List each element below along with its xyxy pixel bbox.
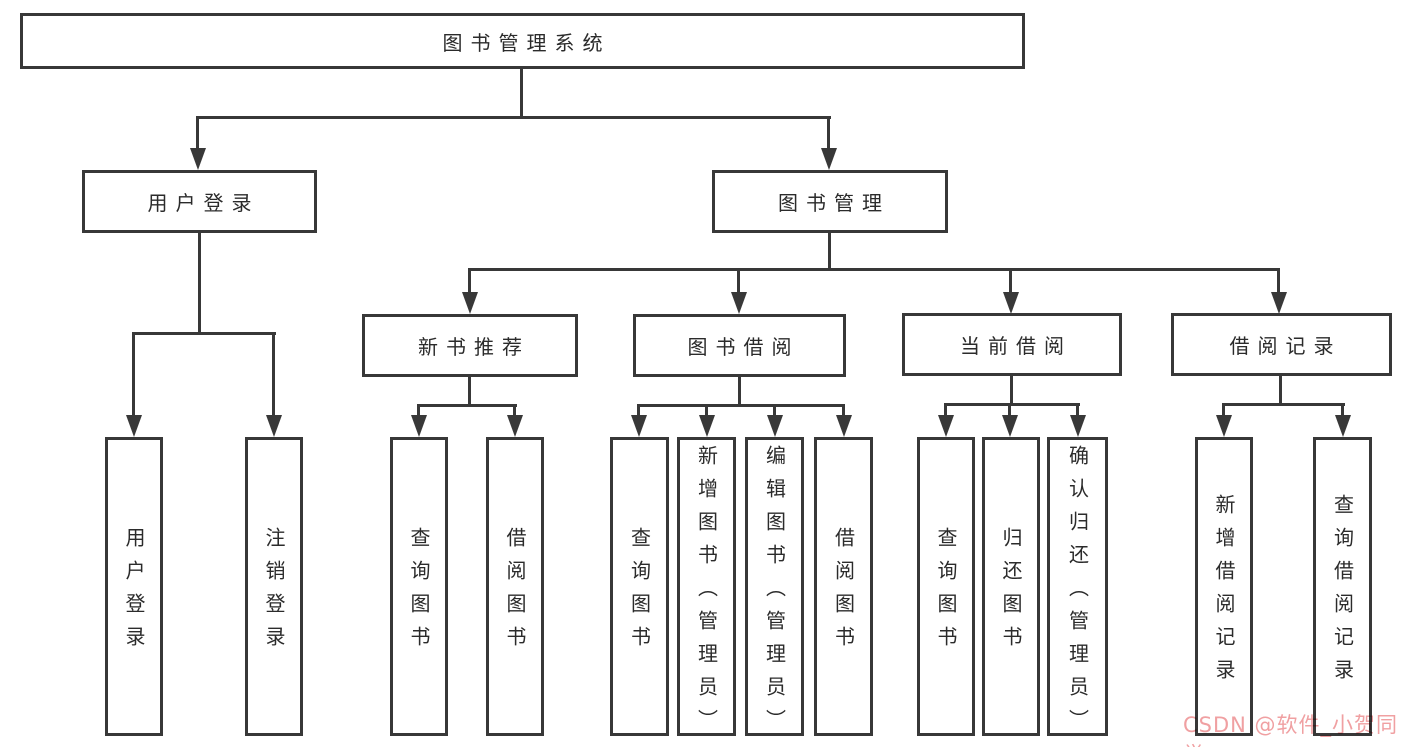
node-label: 借阅记录	[1229, 334, 1342, 358]
connector-line	[773, 404, 776, 418]
arrow-down-icon	[1335, 415, 1351, 437]
node-book-management: 图书管理	[712, 170, 948, 233]
arrow-down-icon	[190, 148, 206, 170]
node-label: 编辑图书（管理员）	[762, 444, 787, 742]
connector-line	[468, 268, 1280, 271]
connector-line	[637, 404, 845, 407]
connector-line	[417, 404, 420, 418]
connector-line	[944, 403, 1080, 406]
node-new-book-recommend: 新书推荐	[362, 314, 578, 377]
connector-line	[637, 404, 640, 418]
connector-line	[1222, 403, 1225, 418]
arrow-down-icon	[836, 415, 852, 437]
watermark: CSDN @软件_小贺同学	[1183, 713, 1399, 747]
leaf-borrow-query-books: 查询图书	[610, 437, 669, 736]
node-label: 图书管理系统	[442, 30, 611, 55]
arrow-down-icon	[462, 292, 478, 314]
connector-line	[468, 375, 471, 406]
node-label: 查询图书	[627, 527, 652, 659]
connector-line	[417, 404, 517, 407]
node-label: 借阅图书	[831, 527, 856, 659]
node-book-borrow: 图书借阅	[633, 314, 846, 377]
leaf-current-confirm-return: 确认归还（管理员）	[1047, 437, 1108, 742]
node-label: 确认归还（管理员）	[1065, 444, 1090, 742]
connector-line	[1277, 268, 1280, 296]
leaf-new-borrow-books: 借阅图书	[486, 437, 544, 736]
node-label: 图书借阅	[687, 335, 800, 359]
connector-line	[198, 231, 201, 334]
connector-line	[827, 116, 830, 152]
leaf-borrow-borrow-books: 借阅图书	[814, 437, 873, 736]
connector-line	[196, 116, 199, 152]
leaf-borrow-edit-books: 编辑图书（管理员）	[745, 437, 804, 742]
node-current-borrow: 当前借阅	[902, 313, 1122, 376]
arrow-down-icon	[938, 415, 954, 437]
node-label: 图书管理	[778, 191, 890, 215]
node-label: 借阅图书	[503, 527, 527, 659]
connector-line	[705, 404, 708, 418]
connector-line	[944, 403, 947, 418]
arrow-down-icon	[1216, 415, 1232, 437]
arrow-down-icon	[411, 415, 427, 437]
connector-line	[1076, 403, 1079, 418]
connector-line	[1279, 375, 1282, 405]
connector-line	[196, 116, 831, 119]
arrow-down-icon	[1271, 292, 1287, 314]
leaf-current-return-books: 归还图书	[982, 437, 1040, 736]
arrow-down-icon	[1003, 292, 1019, 314]
node-label: 当前借阅	[960, 334, 1072, 358]
connector-line	[520, 66, 523, 118]
arrow-down-icon	[731, 292, 747, 314]
connector-line	[738, 375, 741, 406]
node-label: 查询借阅记录	[1330, 494, 1355, 692]
connector-line	[842, 404, 845, 418]
connector-line	[737, 268, 740, 296]
leaf-logout: 注销登录	[245, 437, 303, 736]
connector-line	[1009, 268, 1012, 296]
node-borrow-records: 借阅记录	[1171, 313, 1392, 376]
connector-line	[828, 231, 831, 270]
node-label: 新增图书（管理员）	[694, 444, 719, 742]
connector-line	[1010, 375, 1013, 405]
connector-line	[1008, 403, 1011, 418]
arrow-down-icon	[1070, 415, 1086, 437]
leaf-current-query-books: 查询图书	[917, 437, 975, 736]
arrow-down-icon	[767, 415, 783, 437]
connector-line	[132, 332, 276, 335]
node-label: 用户登录	[147, 191, 260, 215]
node-label: 查询图书	[407, 527, 431, 659]
leaf-new-query-books: 查询图书	[390, 437, 448, 736]
node-label: 注销登录	[262, 527, 286, 659]
connector-line	[513, 404, 516, 418]
connector-line	[272, 332, 275, 420]
leaf-user-login: 用户登录	[105, 437, 163, 736]
arrow-down-icon	[631, 415, 647, 437]
arrow-down-icon	[266, 415, 282, 437]
connector-line	[1222, 403, 1345, 406]
node-label: 新书推荐	[418, 335, 530, 359]
arrow-down-icon	[699, 415, 715, 437]
node-label: 新增借阅记录	[1212, 494, 1236, 692]
node-label: 用户登录	[122, 527, 146, 659]
node-label: 查询图书	[934, 527, 958, 659]
node-label: 归还图书	[999, 527, 1023, 659]
leaf-records-query-record: 查询借阅记录	[1313, 437, 1372, 736]
connector-line	[1341, 403, 1344, 418]
node-library-system: 图书管理系统	[20, 13, 1025, 69]
arrow-down-icon	[126, 415, 142, 437]
connector-line	[132, 332, 135, 420]
arrow-down-icon	[1002, 415, 1018, 437]
leaf-borrow-add-books: 新增图书（管理员）	[677, 437, 736, 742]
node-user-login: 用户登录	[82, 170, 317, 233]
arrow-down-icon	[821, 148, 837, 170]
arrow-down-icon	[507, 415, 523, 437]
leaf-records-add-record: 新增借阅记录	[1195, 437, 1253, 736]
connector-line	[468, 268, 471, 296]
